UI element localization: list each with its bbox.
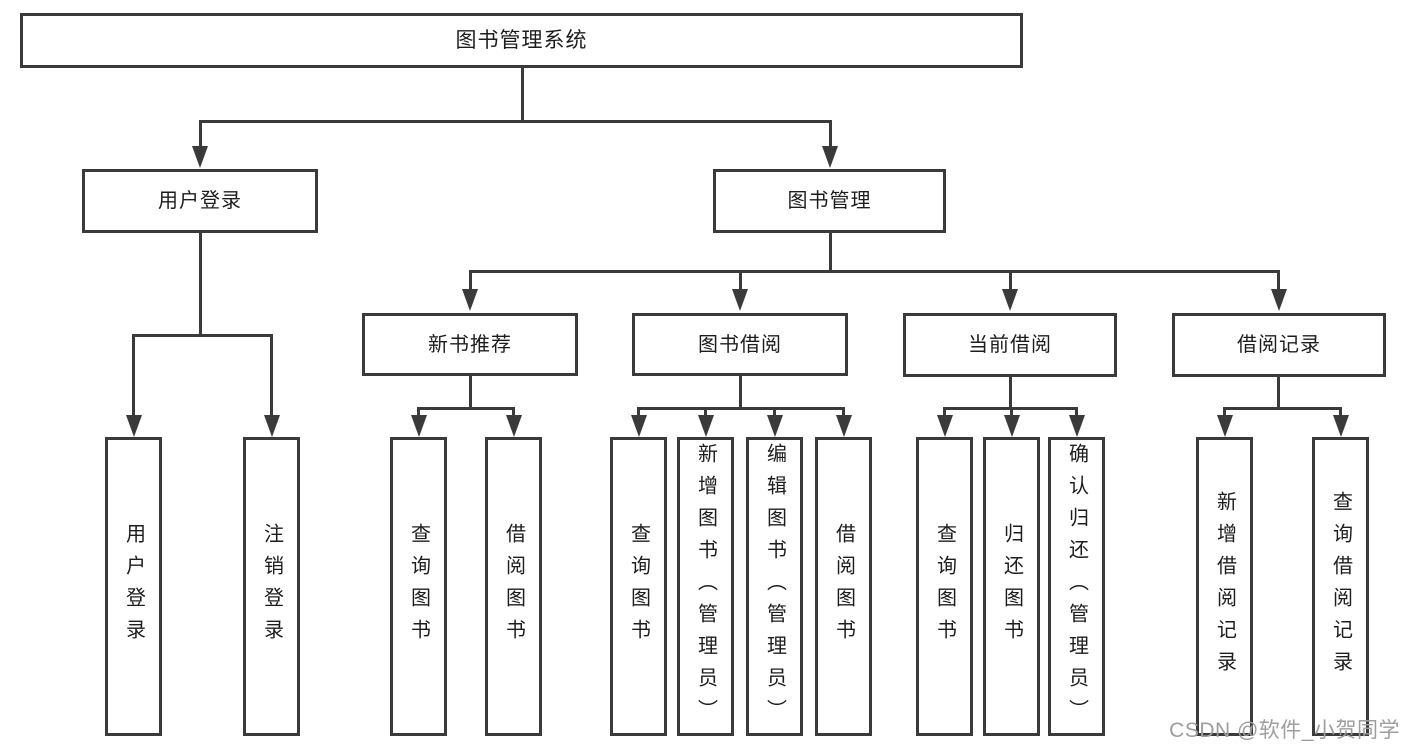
connector-arrow [1216, 415, 1233, 437]
leaf-query-books-borrowing: 查询图书 [610, 437, 667, 736]
connector-line [637, 407, 640, 415]
connector-line [1008, 270, 1012, 290]
connector-line [943, 407, 946, 415]
connector-arrow [125, 415, 142, 437]
node-borrowing-records: 借阅记录 [1172, 313, 1386, 377]
connector-line [132, 334, 135, 415]
connector-arrow [263, 415, 280, 437]
leaf-user-login: 用户登录 [105, 437, 162, 736]
connector-arrow [505, 415, 522, 437]
leaf-borrow-books-borrowing: 借阅图书 [815, 437, 872, 736]
connector-line [828, 120, 832, 148]
node-book-management: 图书管理 [713, 169, 946, 233]
connector-arrow [936, 415, 953, 437]
node-book-borrowing: 图书借阅 [632, 313, 848, 376]
connector-line [468, 376, 472, 407]
connector-arrow [1332, 415, 1349, 437]
connector-arrow [697, 415, 714, 437]
connector-arrow [1003, 415, 1020, 437]
leaf-borrow-books-recommend: 借阅图书 [485, 437, 542, 736]
connector-line [512, 407, 515, 415]
leaf-query-books-current: 查询图书 [916, 437, 973, 736]
connector-line [842, 407, 845, 415]
connector-line [270, 334, 273, 415]
connector-line [1223, 407, 1342, 410]
leaf-confirm-return-admin: 确认归还（管理员） [1048, 437, 1105, 736]
connector-line [1277, 270, 1280, 290]
connector-line [468, 270, 472, 290]
leaf-logout: 注销登录 [243, 437, 300, 736]
connector-line [198, 120, 832, 123]
connector-arrow [630, 415, 647, 437]
connector-arrow [462, 289, 478, 311]
watermark: CSDN @软件_小贺同学 [1169, 719, 1400, 742]
connector-arrow [1270, 289, 1287, 311]
leaf-add-book-admin: 新增图书（管理员） [677, 437, 734, 736]
leaf-edit-book-admin: 编辑图书（管理员） [746, 437, 803, 736]
connector-line [1339, 407, 1342, 415]
connector-line [738, 270, 742, 290]
connector-arrow [766, 415, 783, 437]
connector-line [637, 407, 845, 410]
leaf-query-borrow-record: 查询借阅记录 [1312, 437, 1369, 736]
connector-line [1010, 407, 1013, 415]
node-user-login: 用户登录 [82, 169, 318, 233]
connector-line [1075, 407, 1078, 415]
connector-arrow [192, 146, 208, 168]
connector-arrow [822, 146, 838, 168]
node-current-borrowing: 当前借阅 [903, 313, 1117, 377]
connector-line [773, 407, 776, 415]
connector-line [1277, 376, 1280, 407]
connector-line [198, 233, 202, 334]
connector-line [704, 407, 707, 415]
leaf-add-borrow-record: 新增借阅记录 [1196, 437, 1253, 736]
node-library-system: 图书管理系统 [20, 13, 1023, 68]
connector-line [1008, 376, 1012, 407]
connector-arrow [410, 415, 427, 437]
connector-line [468, 270, 1280, 273]
node-new-book-recommendation: 新书推荐 [362, 313, 578, 376]
connector-arrow [835, 415, 852, 437]
leaf-query-books-recommend: 查询图书 [390, 437, 447, 736]
connector-line [1223, 407, 1226, 415]
connector-line [521, 68, 524, 120]
connector-line [828, 233, 832, 270]
leaf-return-book: 归还图书 [983, 437, 1040, 736]
connector-arrow [1068, 415, 1085, 437]
connector-line [738, 376, 742, 407]
connector-line [132, 334, 273, 337]
connector-line [198, 120, 202, 148]
connector-arrow [1002, 289, 1018, 311]
connector-line [417, 407, 515, 410]
connector-arrow [732, 289, 748, 311]
connector-line [417, 407, 420, 415]
